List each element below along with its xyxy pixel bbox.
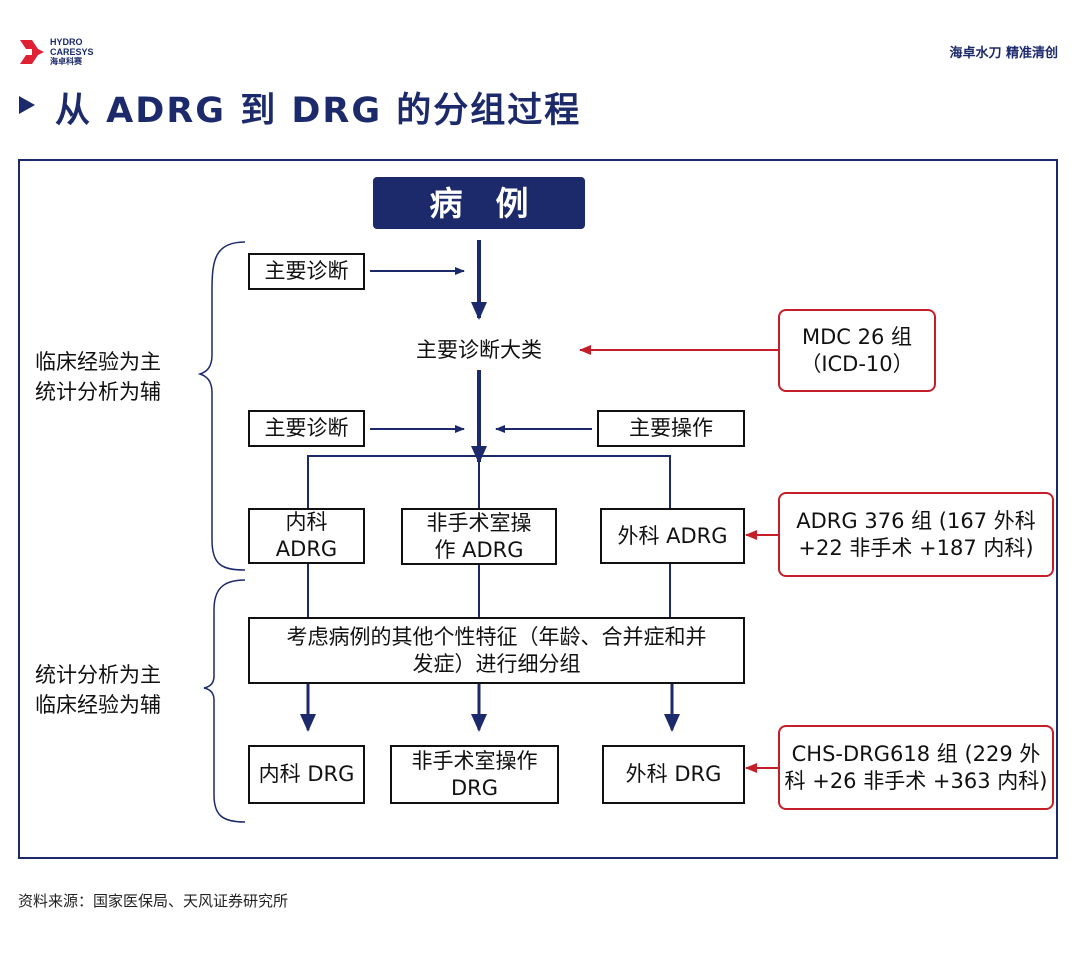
adrg-note-box: ADRG 376 组 (167 外科 +22 非手术 +187 内科) — [778, 492, 1054, 577]
page-title: 从 ADRG 到 DRG 的分组过程 — [55, 91, 582, 131]
other-features-box: 考虑病例的其他个性特征（年龄、合并症和并 发症）进行细分组 — [248, 617, 745, 684]
left-label-bottom-line2: 临床经验为辅 — [35, 693, 161, 717]
left-label-top-line2: 统计分析为辅 — [35, 380, 161, 404]
drg-note-line2: 科 +26 非手术 +363 内科) — [784, 768, 1048, 793]
drg-note-box: CHS-DRG618 组 (229 外 科 +26 非手术 +363 内科) — [778, 725, 1054, 810]
adrg-internal-line2: ADRG — [275, 537, 338, 561]
adrg-internal-line1: 内科 — [285, 510, 328, 534]
drg-surgical-box: 外科 DRG — [602, 745, 745, 804]
drg-nonsurgical-line2: DRG — [450, 775, 499, 800]
mdc-category-box: 主要诊断大类 — [396, 331, 562, 369]
drg-nonsurgical-box: 非手术室操作 DRG — [390, 745, 559, 804]
other-features-line2: 发症）进行细分组 — [412, 651, 581, 676]
left-label-bottom-line1: 统计分析为主 — [35, 663, 161, 687]
drg-internal-box: 内科 DRG — [248, 745, 365, 804]
title-triangle-icon — [19, 96, 35, 114]
adrg-surgical-box: 外科 ADRG — [600, 508, 745, 564]
split-connector — [307, 455, 671, 508]
main-diagnosis-box-1: 主要诊断 — [248, 253, 365, 290]
adrg-note-line1: ADRG 376 组 (167 外科 — [796, 508, 1036, 533]
left-label-top: 临床经验为主 统计分析为辅 — [35, 347, 161, 407]
logo-line1: HYDRO — [50, 37, 83, 47]
drg-note-line1: CHS-DRG618 组 (229 外 — [791, 741, 1041, 766]
drg-nonsurgical-line1: 非手术室操作 — [411, 748, 538, 773]
logo: HYDRO CARESYS 海卓科赛 — [18, 36, 108, 70]
mdc-note-line2: （ICD-10） — [800, 351, 914, 376]
diagram-frame — [18, 159, 1058, 859]
case-box: 病 例 — [373, 177, 585, 229]
logo-line2: CARESYS — [50, 47, 94, 57]
adrg-nonsurgical-line1: 非手术室操 — [426, 510, 532, 535]
brace-bottom — [203, 579, 246, 823]
logo-line3: 海卓科赛 — [50, 57, 82, 66]
adrg-note-line2: +22 非手术 +187 内科) — [798, 535, 1034, 560]
hydrocaresys-logo-icon — [18, 40, 44, 64]
adrg-nonsurgical-box: 非手术室操 作 ADRG — [401, 508, 557, 565]
slogan: 海卓水刀 精准清创 — [949, 46, 1058, 61]
other-features-line1: 考虑病例的其他个性特征（年龄、合并症和并 — [286, 624, 707, 649]
left-label-top-line1: 临床经验为主 — [35, 350, 161, 374]
adrg-internal-box: 内科 ADRG — [248, 508, 365, 564]
brace-top — [197, 241, 246, 571]
main-operation-box: 主要操作 — [597, 410, 745, 447]
main-diagnosis-box-2: 主要诊断 — [248, 410, 365, 447]
adrg-nonsurgical-line2: 作 ADRG — [434, 537, 524, 562]
source-note: 资料来源：国家医保局、天风证券研究所 — [18, 892, 289, 910]
mdc-note-box: MDC 26 组 （ICD-10） — [778, 309, 936, 392]
mdc-note-line1: MDC 26 组 — [801, 324, 913, 349]
left-label-bottom: 统计分析为主 临床经验为辅 — [35, 660, 161, 720]
